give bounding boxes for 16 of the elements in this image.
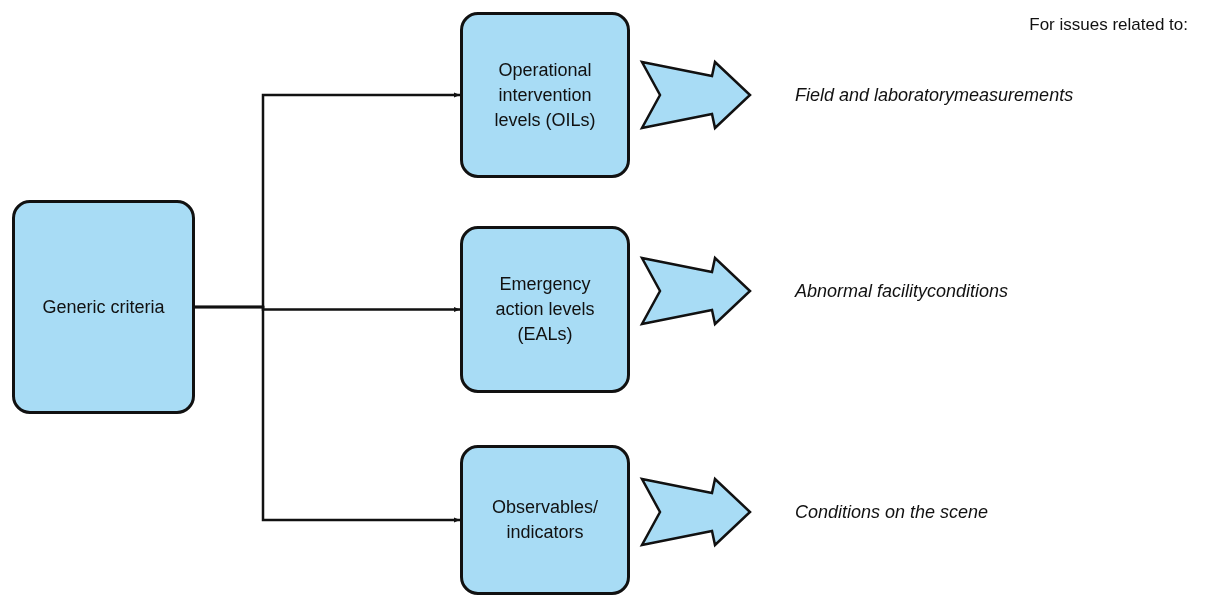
issue-text: Abnormal facilityconditions xyxy=(795,278,1155,304)
block-arrow xyxy=(639,59,752,131)
column-heading: For issues related to: xyxy=(1029,14,1188,36)
box-label: Operational intervention levels (OILs) xyxy=(493,58,597,132)
process-box xyxy=(460,445,630,595)
block-arrow xyxy=(639,476,752,548)
issue-text: Conditions on the scene xyxy=(795,499,1155,525)
process-box xyxy=(12,200,195,414)
box-label: Emergency action levels (EALs) xyxy=(494,273,596,346)
arrow xyxy=(195,305,460,523)
issue-text: Field and laboratorymeasurements xyxy=(795,82,1155,108)
process-box xyxy=(460,12,630,178)
process-box xyxy=(460,226,630,393)
box-label: Observables/ indicators xyxy=(490,496,600,544)
box-label: Generic criteria xyxy=(42,295,165,319)
block-arrow xyxy=(639,255,752,327)
